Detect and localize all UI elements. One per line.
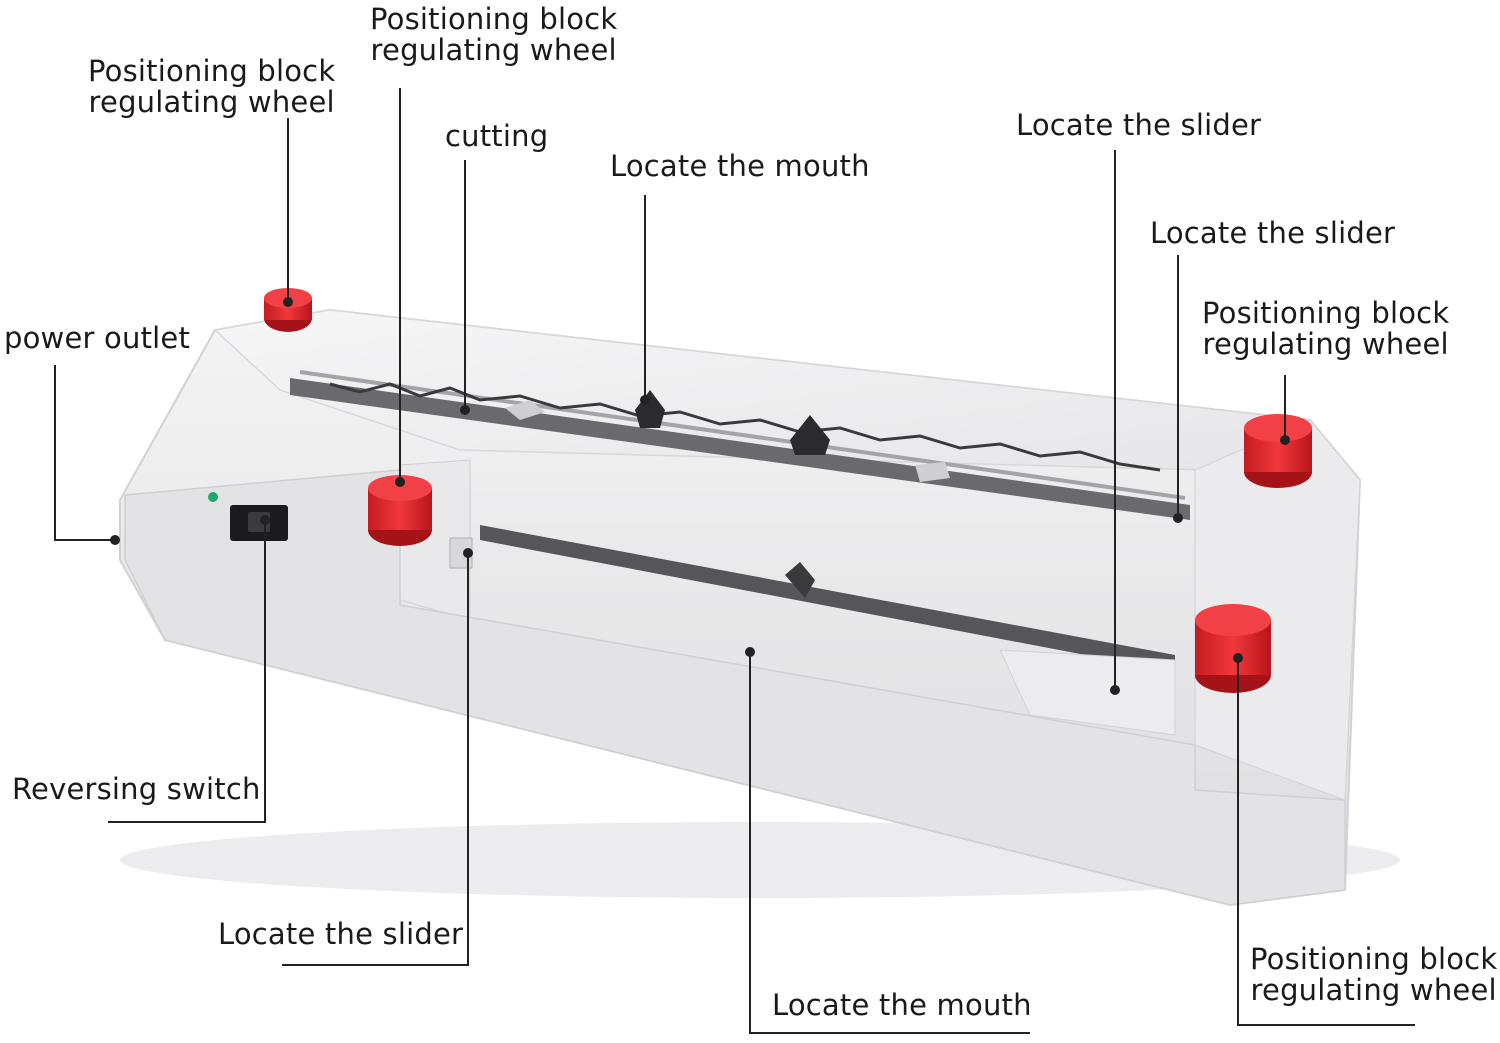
label-wheel-top-left: Positioning block regulating wheel bbox=[88, 56, 335, 118]
label-mouth-top: Locate the mouth bbox=[610, 149, 870, 183]
label-mouth-bottom: Locate the mouth bbox=[772, 988, 1032, 1022]
label-wheel-bottom-right: Positioning block regulating wheel bbox=[1250, 944, 1497, 1006]
label-power-outlet: power outlet bbox=[4, 321, 191, 355]
knob-top-left bbox=[264, 288, 312, 332]
mouth-tab-bottom bbox=[785, 562, 815, 598]
label-wheel-top-center-line2: regulating wheel bbox=[370, 33, 617, 67]
lower-slot bbox=[480, 525, 1175, 672]
leader-power-outlet bbox=[54, 365, 115, 541]
mouth-tab-upper-right bbox=[790, 415, 830, 455]
label-reversing-switch: Reversing switch bbox=[12, 772, 261, 806]
label-wheel-top-left-line1: Positioning block bbox=[88, 54, 336, 88]
label-wheel-bottom-right-line1: Positioning block bbox=[1250, 942, 1498, 976]
knob-left bbox=[368, 475, 432, 546]
label-slider-bottom-left: Locate the slider bbox=[218, 917, 464, 951]
label-wheel-right: Positioning block regulating wheel bbox=[1202, 298, 1449, 360]
leader-wheel-bottom-right bbox=[1237, 658, 1415, 1026]
label-wheel-top-center-line1: Positioning block bbox=[370, 2, 618, 36]
label-cutting: cutting bbox=[445, 119, 549, 153]
knob-right bbox=[1244, 414, 1312, 488]
leader-lines bbox=[54, 88, 1415, 1034]
label-wheel-top-center: Positioning block regulating wheel bbox=[370, 4, 617, 66]
label-wheel-bottom-right-line2: regulating wheel bbox=[1250, 973, 1497, 1007]
label-wheel-top-left-line2: regulating wheel bbox=[88, 85, 335, 119]
knob-bottom-right bbox=[1195, 604, 1271, 693]
slider-piece-upper-right bbox=[915, 462, 950, 482]
label-slider-right: Locate the slider bbox=[1150, 216, 1396, 250]
right-tray bbox=[999, 649, 1176, 736]
cutting-edge bbox=[299, 370, 1186, 500]
mouth-tab-top bbox=[635, 390, 665, 428]
slider-piece-upper-left bbox=[505, 400, 545, 420]
power-led bbox=[208, 492, 218, 502]
leader-slider-bottom-left bbox=[282, 553, 469, 966]
label-slider-top-right: Locate the slider bbox=[1016, 108, 1262, 142]
label-wheel-right-line1: Positioning block bbox=[1202, 296, 1450, 330]
label-wheel-right-line2: regulating wheel bbox=[1202, 327, 1449, 361]
leader-mouth-bottom bbox=[749, 652, 1030, 1034]
leader-dots bbox=[110, 297, 1290, 695]
blade-teeth bbox=[329, 382, 1161, 472]
leader-reversing-switch bbox=[108, 520, 266, 823]
